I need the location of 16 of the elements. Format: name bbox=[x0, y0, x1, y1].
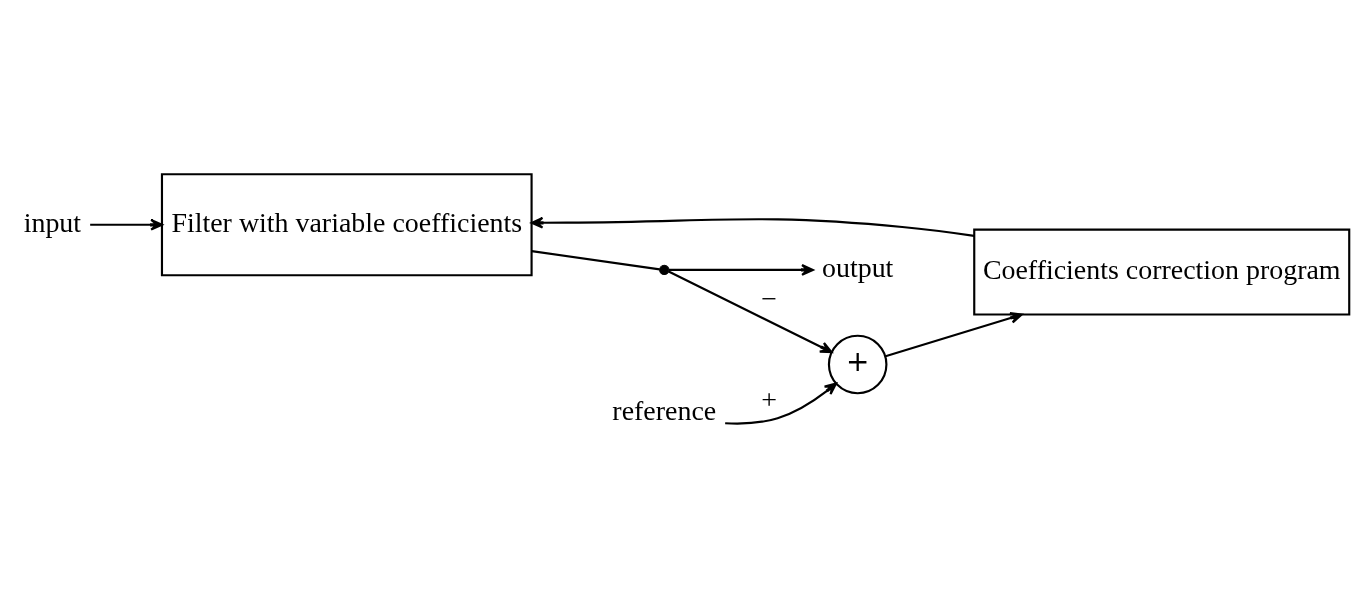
node-box: Filter with variable coefficients bbox=[160, 173, 533, 277]
node-box: Coefficients correction program bbox=[973, 228, 1351, 316]
edge-label: + bbox=[761, 384, 777, 416]
node-text: input bbox=[23, 206, 82, 238]
arrow bbox=[885, 312, 1023, 358]
arrow bbox=[90, 218, 163, 231]
arrow bbox=[668, 270, 833, 354]
node-text: output bbox=[821, 251, 894, 283]
edge-label: − bbox=[761, 283, 777, 315]
arrow bbox=[669, 264, 814, 276]
connector bbox=[531, 250, 660, 271]
node-circle: + bbox=[827, 334, 888, 395]
node-text: reference bbox=[612, 394, 717, 426]
arrow bbox=[725, 382, 838, 425]
node-circle bbox=[659, 264, 670, 276]
arrow bbox=[530, 216, 975, 237]
